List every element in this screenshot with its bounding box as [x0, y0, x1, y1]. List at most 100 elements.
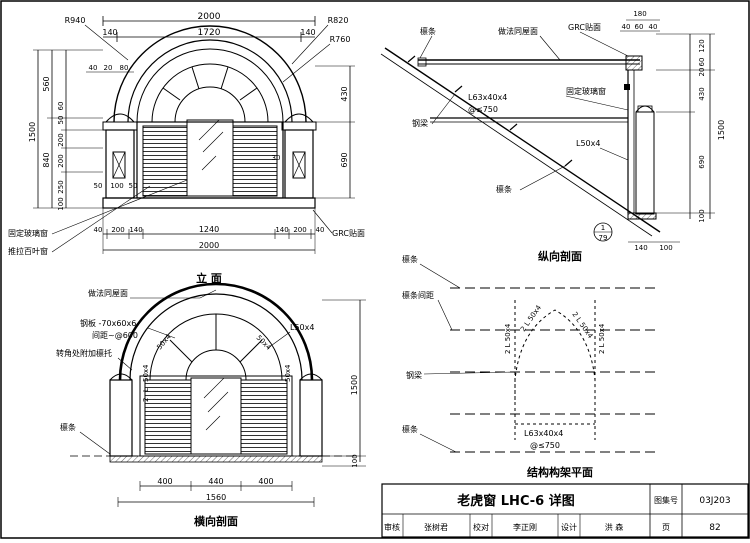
bottom-dim-140b: 140	[275, 226, 288, 234]
outer-arch	[113, 25, 307, 123]
left-dim-50: 50	[57, 116, 65, 125]
long-label-purlin-top: 檩条	[420, 26, 436, 36]
radius-label-820: R820	[328, 16, 349, 25]
page-number: 82	[709, 523, 720, 533]
bottom-dim-1240: 1240	[199, 225, 219, 234]
left-pier-panel	[112, 151, 126, 179]
trans-bottom-dim-total: 1560	[206, 493, 226, 502]
transverse-inner-arch	[129, 293, 303, 381]
note-grc: GRC贴面	[332, 228, 365, 238]
trans-label-purlin: 檩条	[60, 422, 76, 432]
plan-arch	[514, 309, 596, 400]
right-pier-panel	[292, 151, 306, 179]
transverse-angle-arch-left: 50x4	[155, 332, 173, 351]
bottom-dim-200a: 200	[111, 226, 124, 234]
transverse-angle-left-1: 2	[142, 398, 150, 402]
small-dim-20: 20	[104, 64, 113, 72]
bottom-dim-40b: 40	[316, 226, 325, 234]
transverse-base	[109, 455, 323, 463]
inner-dim-100: 100	[110, 182, 123, 190]
transverse-angle-left-3: 50x4	[142, 364, 150, 382]
title-block: 老虎窗 LHC-6 详图 图集号 03J203 审核 张树君 校对 李正刚 设计…	[381, 483, 749, 538]
trans-bottom-dim-440: 440	[208, 477, 223, 486]
note-sliding-louver: 推拉百叶窗	[8, 246, 48, 256]
long-bottom-dim-140: 140	[634, 244, 647, 252]
long-right-dim-60: 60	[698, 58, 706, 67]
long-right-dim-430: 430	[698, 87, 706, 100]
left-dim-250: 250	[57, 180, 65, 193]
note-fixed-glass: 固定玻璃窗	[8, 228, 48, 238]
trans-label-steel-plate: 钢板 -70x60x6	[80, 318, 136, 328]
transverse-angle-right: 50x4	[284, 364, 292, 382]
left-dim-840: 840	[42, 152, 51, 167]
elevation-top-dim-left: 140	[102, 28, 117, 37]
page-label: 页	[662, 523, 670, 532]
grc-head	[625, 55, 643, 71]
transverse-left-louver	[144, 379, 192, 455]
checker-name: 李正刚	[513, 522, 537, 532]
plan-label-l63-spacing: @≤750	[530, 441, 560, 450]
small-dim-80: 80	[120, 64, 129, 72]
long-top-dim-180: 180	[633, 10, 646, 18]
left-dim-200b: 200	[57, 154, 65, 167]
left-pier-cap	[102, 121, 138, 131]
longitudinal-section: 檩条 做法同屋面 GRC贴面 L63x40x4 @≤750 固定玻璃窗 钢梁 L…	[380, 10, 726, 263]
right-louver	[232, 125, 278, 197]
long-right-dim-120: 120	[698, 39, 706, 52]
radius-label-760: R760	[330, 35, 351, 44]
long-label-l50: L50x4	[576, 139, 600, 148]
plan-label-steel-beam: 钢梁	[406, 370, 422, 380]
inner-dim-50b: 50	[129, 182, 138, 190]
inner-dim-30: 30	[272, 154, 281, 162]
plan-label-purlin-bottom: 檩条	[402, 424, 418, 434]
long-top-dim-60: 60	[635, 23, 644, 31]
transverse-angle-arch-right: 50x4	[255, 334, 273, 352]
plan-angle-arch-left: 2 L 50x4	[519, 303, 543, 333]
long-label-l63-spacing: @≤750	[468, 105, 498, 114]
long-label-grc: GRC贴面	[568, 22, 601, 32]
plan-angle-right: 2 L 50x4	[598, 323, 606, 354]
right-pier-top	[284, 113, 314, 123]
left-dim-1500: 1500	[28, 122, 37, 142]
bottom-dim-140a: 140	[129, 226, 142, 234]
fan-window-ring	[151, 63, 269, 123]
plan-label-purlin-top: 檩条	[402, 254, 418, 264]
plan-angle-left: 2 L 50x4	[504, 323, 512, 354]
trans-bottom-dim-400b: 400	[258, 477, 273, 486]
transverse-frame	[139, 375, 293, 457]
long-right-dim-20: 20	[698, 68, 706, 77]
transverse-caption: 横向剖面	[194, 514, 238, 528]
long-label-steel-beam: 钢梁	[412, 118, 428, 128]
middle-arch	[127, 39, 293, 123]
long-label-purlin-bottom: 檩条	[496, 184, 512, 194]
long-label-fixed-glass: 固定玻璃窗	[566, 86, 606, 96]
review-label: 审核	[384, 522, 400, 532]
check-label: 校对	[473, 522, 489, 532]
design-label: 设计	[561, 522, 577, 532]
longitudinal-caption: 纵向剖面	[538, 249, 582, 263]
bottom-dim-40a: 40	[94, 226, 103, 234]
structural-plan: 檩条 檩条间距 钢梁 檩条 L63x40x4 @≤750 2 L 50x4 2 …	[402, 254, 660, 479]
inner-dim-50a: 50	[94, 182, 103, 190]
roof-slope	[384, 47, 661, 233]
grc-pier	[635, 111, 655, 215]
left-dim-200a: 200	[57, 133, 65, 146]
left-dim-560: 560	[42, 76, 51, 91]
inner-arch	[136, 48, 284, 123]
trans-bottom-dim-400a: 400	[157, 477, 172, 486]
long-right-dim-690: 690	[698, 155, 706, 168]
trans-dim-100: 100	[351, 454, 359, 467]
long-right-dim-100: 100	[698, 209, 706, 222]
elevation-view: 2000 1720 140 140 R940 R820 R760 40 20 8…	[8, 12, 365, 285]
long-bottom-dim-100: 100	[659, 244, 672, 252]
long-top-dim-40a: 40	[622, 23, 631, 31]
trans-label-spacing: 间距~@600	[92, 331, 138, 340]
atlas-label: 图集号	[654, 495, 678, 505]
long-label-roof-finish: 做法同屋面	[498, 26, 538, 36]
atlas-number: 03J203	[699, 496, 730, 506]
drawing-title: 老虎窗 LHC-6 详图	[456, 493, 575, 509]
left-louver	[142, 125, 188, 197]
